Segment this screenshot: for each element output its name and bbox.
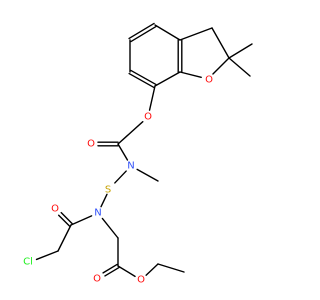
atom-cl: Cl	[23, 257, 33, 268]
bond-c_amide-o_amide-line2	[60, 211, 73, 225]
bond-c_ester-o_ester	[117, 265, 136, 278]
bond-o_ring-c3	[179, 71, 202, 79]
bond-c_cl-cl	[35, 250, 59, 261]
atom-n-amide: N	[94, 208, 101, 219]
bond-c1-c2	[154, 24, 181, 41]
atom-n-methyl: N	[127, 161, 134, 172]
bond-c_amide-c_cl	[57, 224, 72, 252]
bond-s_link-n_amide	[100, 193, 108, 208]
atom-o-ester: O	[137, 275, 145, 286]
bond-cq-me2	[228, 57, 251, 77]
atom-o-ester-carbonyl: O	[93, 274, 101, 285]
bond-n_methyl-s_link	[114, 170, 127, 184]
bond-c3-c4	[154, 71, 181, 87]
bond-o_ester-c_eth1	[145, 263, 159, 276]
atom-o-amide: O	[51, 204, 59, 215]
bond-n_amide-c_amide	[70, 215, 93, 226]
bond-n_methyl-me_n	[136, 168, 159, 182]
atom-o-carbamate: O	[87, 139, 95, 150]
bond-c4-c5-line1	[128, 72, 155, 89]
bond-c_carb-n_methyl	[117, 143, 129, 161]
bond-c_eth1-c_eth2	[157, 263, 185, 273]
atom-o-ring: O	[205, 75, 213, 86]
bond-c6-c1-line1	[128, 22, 155, 40]
bond-ch2-cq	[211, 27, 230, 59]
bond-c4-o_ether	[148, 85, 156, 111]
bond-n_amide-c_gly	[101, 217, 119, 239]
bond-c_ester-o_ester_carbonyl-line1	[104, 266, 120, 277]
bond-c4-c5-line2	[130, 69, 157, 86]
bond-cq-me1	[228, 43, 253, 59]
bond-c_amide-o_amide-line1	[57, 214, 71, 227]
bond-o_ether-c_carb	[117, 120, 144, 145]
bond-layer	[35, 22, 253, 278]
bond-c_ester-o_ester_carbonyl-line2	[102, 263, 118, 274]
bond-c6-c1-line2	[130, 25, 157, 43]
atom-s-link: S	[105, 185, 111, 196]
bond-c2-ch2	[179, 27, 213, 41]
bond-cq-o_ring	[212, 57, 230, 75]
atom-o-ether: O	[144, 112, 152, 123]
